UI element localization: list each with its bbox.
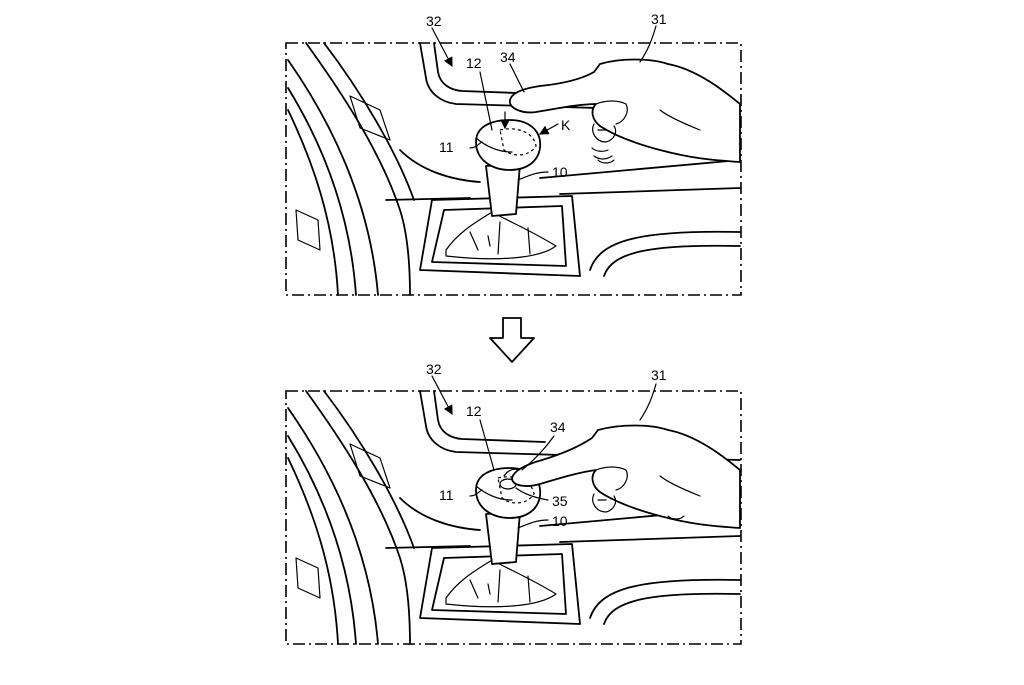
transition-arrow-icon [489, 317, 535, 363]
top-label-34: 34 [500, 49, 516, 65]
top-label-10: 10 [552, 164, 568, 180]
bottom-label-11: 11 [439, 487, 454, 503]
panel-top: 32 31 34 12 K 11 10 [285, 11, 742, 296]
panel-bottom-frame [285, 390, 742, 645]
top-label-31: 31 [651, 11, 667, 27]
panel-bottom: 32 31 12 34 11 35 10 [285, 361, 742, 645]
bottom-label-34: 34 [550, 419, 566, 435]
bottom-label-32: 32 [426, 361, 442, 377]
panel-bottom-scene [287, 375, 741, 645]
panel-top-frame [285, 42, 742, 296]
panel-top-scene [287, 25, 741, 296]
bottom-label-10: 10 [552, 513, 568, 529]
bottom-label-12: 12 [466, 403, 482, 419]
bottom-label-35: 35 [552, 493, 568, 509]
top-label-12: 12 [466, 55, 482, 71]
top-label-K: K [561, 117, 571, 133]
top-label-32: 32 [426, 13, 442, 29]
bottom-label-31: 31 [651, 367, 667, 383]
top-label-11: 11 [439, 139, 454, 155]
